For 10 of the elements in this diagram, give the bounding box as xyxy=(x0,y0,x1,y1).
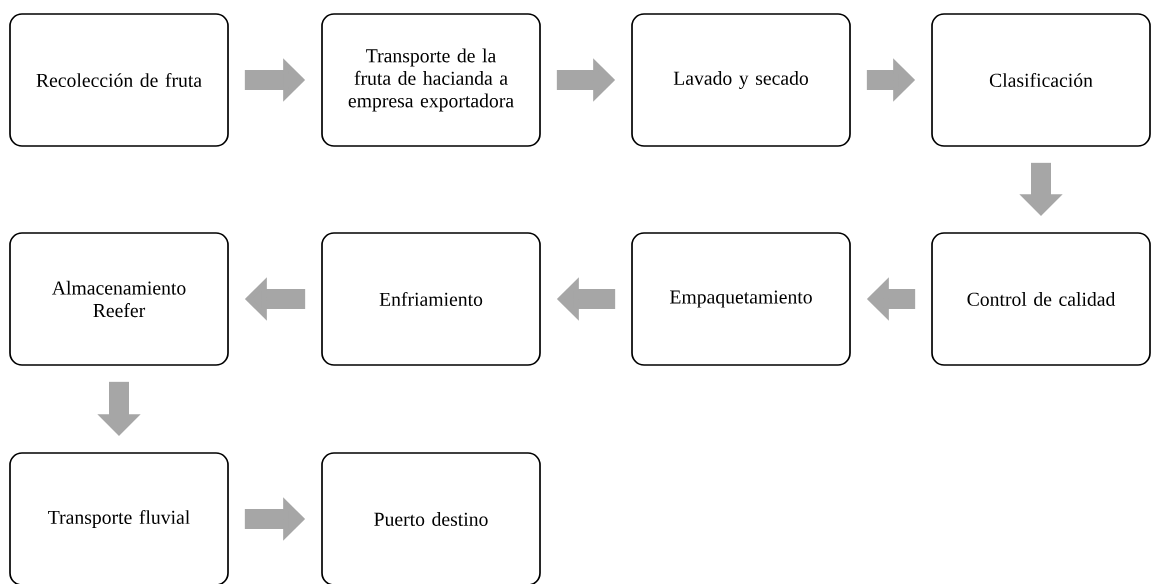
process-box: Puerto destino xyxy=(321,452,541,584)
process-box: Transporte de la fruta de hacianda a empresa exportadora xyxy=(321,13,541,147)
process-box: Lavado y secado xyxy=(631,13,851,147)
process-box: Empaquetamiento xyxy=(631,232,851,366)
process-box: Enfriamiento xyxy=(321,232,541,366)
process-box: Control de calidad xyxy=(931,232,1151,366)
process-box: Almacenamiento Reefer xyxy=(9,232,229,366)
process-box: Recolección de fruta xyxy=(9,13,229,147)
process-box: Clasificación xyxy=(931,13,1151,147)
process-box: Transporte fluvial xyxy=(9,452,229,584)
